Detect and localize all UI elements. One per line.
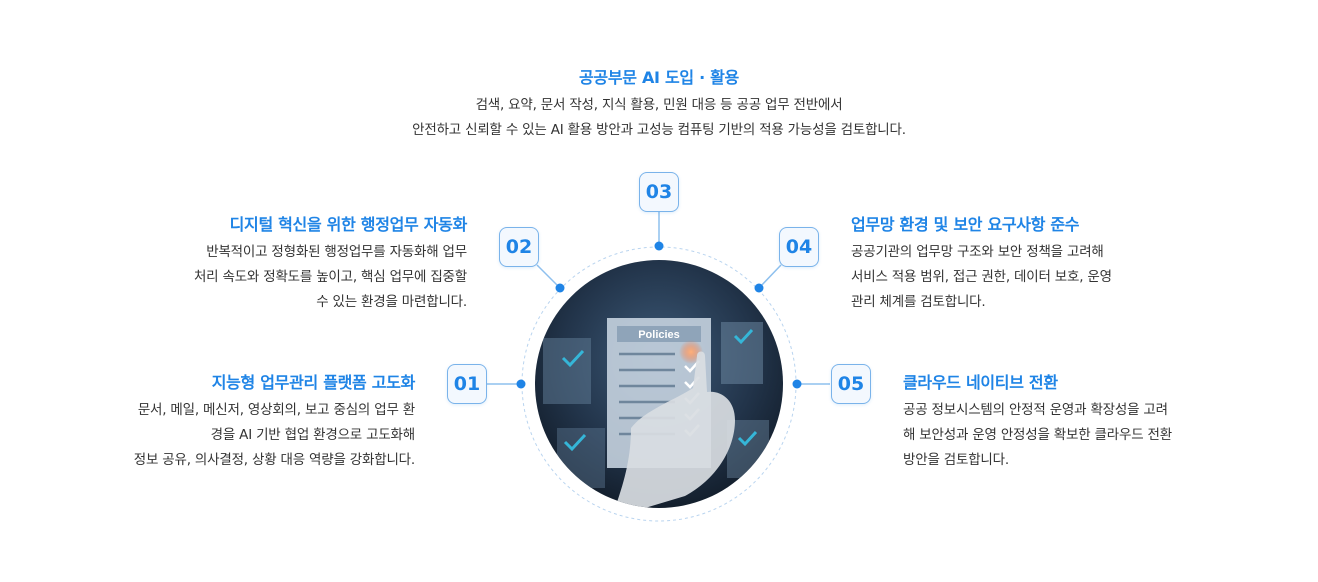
top-desc-line-1: 검색, 요약, 문서 작성, 지식 활용, 민원 대응 등 공공 업무 전반에서	[475, 97, 843, 113]
connector-dot-04	[754, 283, 764, 293]
item-02: 디지털 혁신을 위한 행정업무 자동화 반복적이고 정형화된 행정업무를 자동화…	[194, 211, 467, 315]
item-04-line-2: 서비스 적용 범위, 접근 권한, 데이터 보호, 운영	[851, 269, 1112, 285]
item-01-title: 지능형 업무관리 플랫폼 고도화	[211, 373, 416, 392]
connector-dot-03	[654, 241, 664, 251]
item-04-line-3: 관리 체계를 검토합니다.	[851, 294, 986, 310]
connector-dot-05	[792, 379, 802, 389]
item-05-line-1: 공공 정보시스템의 안정적 운영과 확장성을 고려	[903, 402, 1168, 418]
top-title: 공공부문 AI 도입 · 활용	[579, 68, 739, 87]
item-04-line-1: 공공기관의 업무망 구조와 보안 정책을 고려해	[851, 244, 1104, 260]
item-04-title: 업무망 환경 및 보안 요구사항 준수	[851, 215, 1080, 234]
connector-dot-02	[555, 283, 565, 293]
badge-05: 05	[831, 364, 871, 404]
badge-04: 04	[779, 227, 819, 267]
policies-illustration: Policies	[535, 260, 783, 508]
item-01: 지능형 업무관리 플랫폼 고도화 문서, 메일, 메신저, 영상회의, 보고 중…	[133, 369, 416, 473]
document-label: Policies	[638, 329, 680, 341]
item-05: 클라우드 네이티브 전환 공공 정보시스템의 안정적 운영과 확장성을 고려 해…	[903, 369, 1172, 473]
item-01-line-3: 정보 공유, 의사결정, 상황 대응 역량을 강화합니다.	[133, 452, 415, 468]
item-01-line-2: 경을 AI 기반 협업 환경으로 고도화해	[210, 427, 416, 443]
top-section: 공공부문 AI 도입 · 활용 검색, 요약, 문서 작성, 지식 활용, 민원…	[0, 64, 1318, 143]
top-desc-line-2: 안전하고 신뢰할 수 있는 AI 활용 방안과 고성능 컴퓨팅 기반의 적용 가…	[412, 122, 906, 138]
item-01-line-1: 문서, 메일, 메신저, 영상회의, 보고 중심의 업무 환	[137, 402, 415, 418]
item-02-line-3: 수 있는 환경을 마련합니다.	[316, 294, 467, 310]
item-05-title: 클라우드 네이티브 전환	[903, 373, 1058, 392]
item-04: 업무망 환경 및 보안 요구사항 준수 공공기관의 업무망 구조와 보안 정책을…	[851, 211, 1112, 315]
item-05-line-3: 방안을 검토합니다.	[903, 452, 1009, 468]
badge-01: 01	[447, 364, 487, 404]
badge-03: 03	[639, 172, 679, 212]
connector-dot-01	[516, 379, 526, 389]
badge-02: 02	[499, 227, 539, 267]
item-05-line-2: 해 보안성과 운영 안정성을 확보한 클라우드 전환	[903, 427, 1172, 443]
item-02-line-2: 처리 속도와 정확도를 높이고, 핵심 업무에 집중할	[193, 269, 467, 285]
item-02-line-1: 반복적이고 정형화된 행정업무를 자동화해 업무	[206, 244, 467, 260]
item-02-title: 디지털 혁신을 위한 행정업무 자동화	[229, 215, 468, 234]
